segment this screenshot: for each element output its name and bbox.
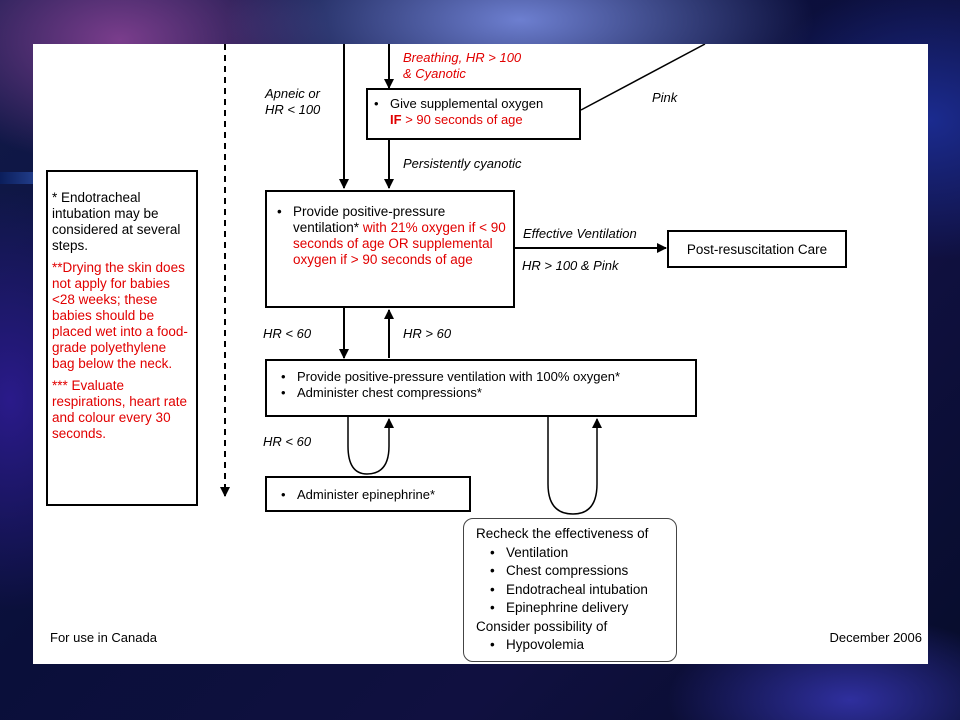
footer-left: For use in Canada — [50, 630, 157, 645]
notes-box: * Endotracheal intubation may be conside… — [46, 170, 198, 506]
bullet-icon: • — [490, 600, 495, 615]
recheck-item: Ventilation — [506, 544, 569, 560]
recheck-item: Endotracheal intubation — [506, 581, 648, 597]
flow-connectors — [220, 44, 706, 515]
line-pink-diagonal — [580, 44, 706, 111]
label-effective-ventilation: Effective Ventilation — [523, 226, 637, 241]
ppv-text: Provide positive-pressure ventilation* w… — [293, 204, 506, 267]
label-persistently-cyanotic: Persistently cyanotic — [403, 156, 522, 171]
recheck-item: Epinephrine delivery — [506, 600, 629, 615]
box-ppv-compressions: • Provide positive-pressure ventilation … — [265, 359, 697, 417]
recheck-heading: Recheck the effectiveness of — [476, 526, 649, 541]
box-post-resuscitation: Post-resuscitation Care — [667, 230, 847, 268]
bullet-icon: • — [490, 637, 495, 652]
loop-compressions-epinephrine — [347, 417, 394, 475]
label-hr-lt60-epinephrine: HR < 60 — [263, 434, 312, 449]
box-recheck: Recheck the effectiveness of • Ventilati… — [463, 518, 677, 662]
label-hr-gt100-pink: HR > 100 & Pink — [522, 258, 619, 273]
note-evaluate: *** Evaluate respirations, heart rate an… — [52, 378, 188, 441]
recheck-consider: Consider possibility of — [476, 618, 608, 634]
label-breathing: Breathing, HR > 100 & Cyanotic — [403, 50, 522, 81]
epinephrine-text: Administer epinephrine* — [297, 487, 436, 502]
label-apneic: Apneic or HR < 100 — [265, 86, 321, 117]
background-accent-bar — [0, 172, 40, 184]
oxygen-line1: Give supplemental oxygen — [390, 96, 544, 111]
bullet-icon: • — [281, 385, 286, 400]
bullet-icon: • — [490, 544, 495, 560]
ppv-compressions-item1: Provide positive-pressure ventilation wi… — [297, 369, 621, 384]
box-supplemental-oxygen: • Give supplemental oxygen IF > 90 secon… — [366, 88, 581, 140]
oxygen-line2: IF > 90 seconds of age — [390, 112, 523, 127]
bullet-icon: • — [281, 369, 286, 384]
note-drying-skin: **Drying the skin does not apply for bab… — [52, 260, 188, 371]
slide: Breathing, HR > 100 & Cyanotic Apneic or… — [33, 44, 928, 664]
recheck-consider-item: Hypovolemia — [506, 637, 585, 652]
bullet-icon: • — [490, 581, 495, 597]
bullet-icon: • — [281, 487, 286, 502]
label-pink: Pink — [652, 90, 678, 105]
footer-right: December 2006 — [829, 630, 923, 645]
bullet-icon: • — [490, 563, 495, 578]
bullet-icon: • — [277, 204, 282, 219]
label-hr-lt60-ppv: HR < 60 — [263, 326, 312, 341]
label-hr-gt60: HR > 60 — [403, 326, 452, 341]
loop-compressions-recheck — [547, 417, 602, 515]
box-ppv: • Provide positive-pressure ventilation*… — [265, 190, 515, 308]
box-epinephrine: • Administer epinephrine* — [265, 476, 471, 512]
ppv-compressions-item2: Administer chest compressions* — [297, 385, 482, 400]
note-intubation: * Endotracheal intubation may be conside… — [52, 190, 181, 253]
recheck-item: Chest compressions — [506, 563, 629, 578]
bullet-icon: • — [374, 96, 379, 111]
